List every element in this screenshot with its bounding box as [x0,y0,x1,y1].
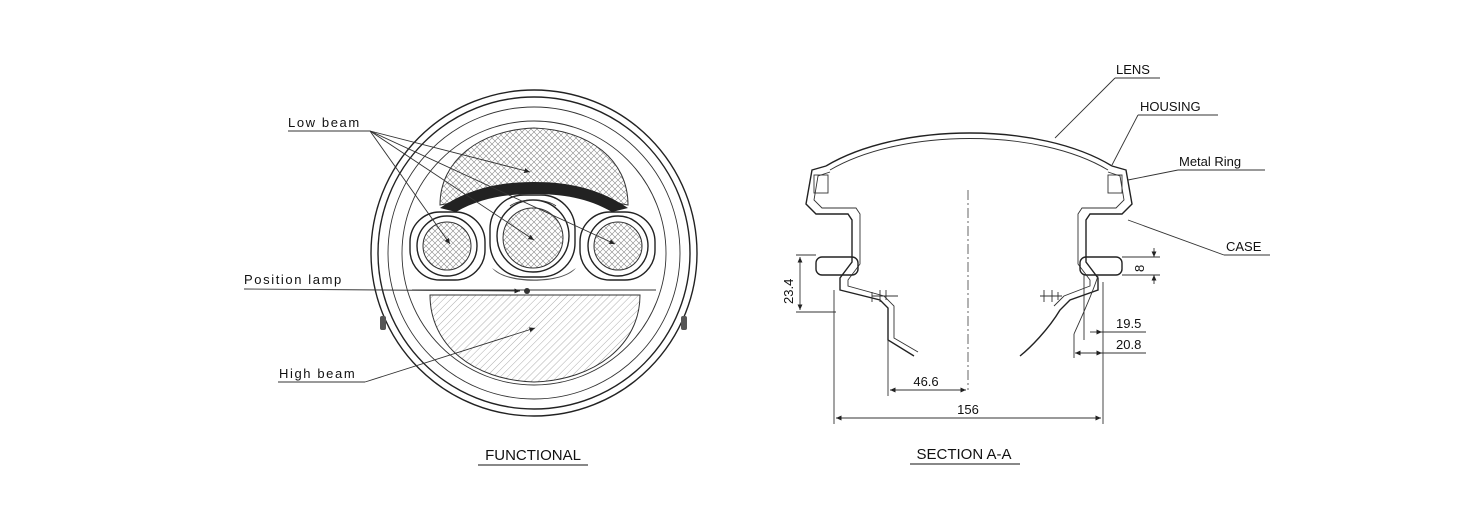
functional-view: Low beam Position lamp High beam FUNCTIO… [243,89,698,466]
high-beam-reflector [429,294,641,383]
housing-left [805,165,915,357]
dim-width-value: 156 [957,402,979,417]
lens-inner [829,138,1109,171]
projector-center [489,194,576,278]
housing-label: HOUSING [1140,99,1201,114]
low-beam-label: Low beam [288,115,361,130]
metal-ring-label: Metal Ring [1179,154,1241,169]
outer-ring-inner [377,96,691,410]
dim-d1-value: 19.5 [1116,316,1141,331]
left-clip [871,290,898,302]
shield-band [440,182,628,212]
left-lock-tab [813,174,829,194]
dim-d2 [1073,334,1146,358]
dim-height [796,254,836,313]
right-lock-tab [1107,174,1123,194]
section-view: LENS HOUSING Metal Ring CASE 23.4 [781,62,1270,465]
position-lamp-arc [492,268,576,281]
low-beam-leaders [288,130,616,245]
case-label: CASE [1226,239,1262,254]
dim-half-width-value: 46.6 [913,374,938,389]
left-bolt [815,256,859,276]
lens-ring [401,120,667,386]
lens-outline [825,132,1113,167]
projector-left [409,211,486,281]
right-bolt [1079,256,1123,276]
dim-depth [1122,248,1160,284]
right-tab [681,316,687,330]
dim-d2-value: 20.8 [1116,337,1141,352]
dim-height-value: 23.4 [781,279,796,304]
dim-d1 [1083,275,1146,362]
metal-ring-leader [1127,169,1265,181]
outer-ring [370,89,698,417]
position-lamp-label: Position lamp [244,272,343,287]
position-lamp-dot [524,288,530,294]
high-beam-leader [278,327,536,383]
functional-caption: FUNCTIONAL [485,447,581,464]
housing-leader [1111,114,1218,166]
lens-label: LENS [1116,62,1150,77]
position-lamp-leader [243,288,521,294]
section-caption: SECTION A-A [916,446,1011,463]
left-tab [380,316,386,330]
housing-right-inner [1053,171,1125,307]
dim-width [833,290,1104,424]
rim-ring [387,106,681,400]
dim-depth-value: 8 [1132,265,1147,272]
dim-half-width [887,340,966,396]
projector-right [579,211,656,281]
lens-leader [1054,77,1160,139]
housing-left-inner [813,171,919,353]
housing-right [1019,165,1133,357]
right-clip [1040,290,1062,302]
case-leader [1127,219,1270,256]
right-cable [1073,275,1099,335]
high-beam-label: High beam [279,366,356,381]
